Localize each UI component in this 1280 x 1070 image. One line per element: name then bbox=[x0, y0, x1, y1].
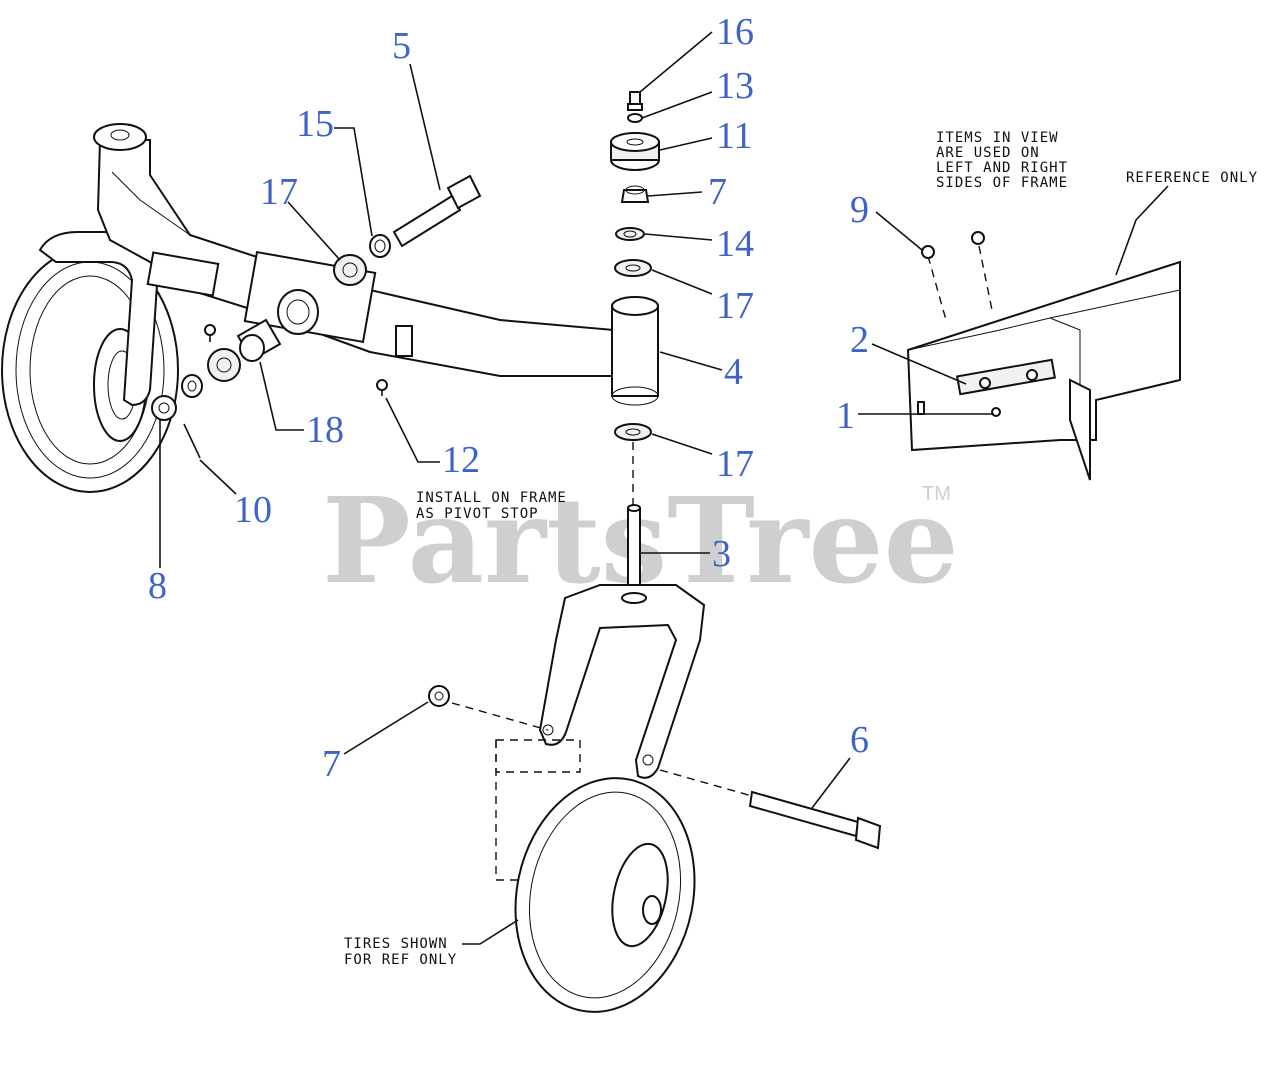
spacer-15 bbox=[369, 234, 391, 258]
install-note-line-1: INSTALL ON FRAME bbox=[416, 490, 567, 506]
install-note-line-2: AS PIVOT STOP bbox=[416, 506, 539, 522]
install-note: INSTALL ON FRAME AS PIVOT STOP bbox=[416, 490, 567, 522]
cap-11 bbox=[610, 132, 660, 171]
cotter-pin-10 bbox=[183, 423, 201, 459]
callout-numbers: 16 13 11 7 14 17 4 17 3 5 15 17 18 12 10… bbox=[148, 11, 869, 785]
items-in-view-note: ITEMS IN VIEW ARE USED ON LEFT AND RIGHT… bbox=[936, 130, 1068, 191]
callout-5: 5 bbox=[392, 25, 411, 67]
screw-12-a bbox=[204, 324, 216, 342]
callout-18: 18 bbox=[306, 409, 344, 451]
pivot-bolt-5 bbox=[392, 174, 482, 248]
tires-note-line-2: FOR REF ONLY bbox=[344, 952, 457, 968]
nut-7-top bbox=[620, 185, 650, 203]
bearing-17-left bbox=[207, 348, 241, 382]
left-caster-fork bbox=[38, 231, 160, 407]
callout-17-pivot-top: 17 bbox=[716, 285, 754, 327]
callout-17-frame: 17 bbox=[260, 171, 298, 213]
castle-nut-8 bbox=[151, 395, 177, 421]
leader-lines bbox=[159, 31, 1169, 945]
callout-17-pivot-bottom: 17 bbox=[716, 443, 754, 485]
callout-12: 12 bbox=[442, 439, 480, 481]
nut-9-b bbox=[971, 231, 985, 245]
frame-reference-view bbox=[906, 245, 1181, 481]
items-note-line-2: ARE USED ON bbox=[936, 145, 1040, 161]
callout-9: 9 bbox=[850, 189, 869, 231]
callout-7-bottom: 7 bbox=[322, 743, 341, 785]
callout-14: 14 bbox=[716, 223, 754, 265]
axle-bolt-6 bbox=[748, 790, 882, 850]
nut-9-a bbox=[921, 245, 935, 259]
callout-4: 4 bbox=[724, 351, 743, 393]
bearing-17-top bbox=[614, 259, 652, 277]
washer-13 bbox=[627, 113, 643, 123]
bottom-caster-wheel bbox=[514, 777, 696, 1013]
bearing-17-bottom bbox=[614, 423, 652, 441]
callout-16: 16 bbox=[716, 11, 754, 53]
items-note-line-3: LEFT AND RIGHT bbox=[936, 160, 1068, 176]
screw-12-b bbox=[376, 379, 388, 396]
callout-6: 6 bbox=[850, 719, 869, 761]
caster-fork-3 bbox=[538, 584, 706, 779]
callout-2: 2 bbox=[850, 319, 869, 361]
callout-7-top: 7 bbox=[708, 171, 727, 213]
tires-note: TIRES SHOWN FOR REF ONLY bbox=[344, 936, 457, 968]
bearing-17-frame bbox=[333, 254, 367, 286]
items-note-line-4: SIDES OF FRAME bbox=[936, 175, 1068, 191]
callout-13: 13 bbox=[716, 65, 754, 107]
pivot-tube bbox=[611, 296, 659, 406]
bolt-16 bbox=[627, 91, 643, 111]
callout-15: 15 bbox=[296, 103, 334, 145]
washer-left bbox=[181, 374, 203, 398]
reference-only-note: REFERENCE ONLY bbox=[1126, 170, 1258, 186]
callout-8: 8 bbox=[148, 565, 167, 607]
tires-note-line-1: TIRES SHOWN bbox=[344, 936, 448, 952]
seal-14 bbox=[615, 227, 645, 241]
items-note-line-1: ITEMS IN VIEW bbox=[936, 130, 1059, 146]
callout-11: 11 bbox=[716, 115, 753, 157]
bushing-18 bbox=[236, 318, 282, 362]
callout-1: 1 bbox=[836, 395, 855, 437]
nut-7-bottom bbox=[428, 685, 450, 707]
callout-3: 3 bbox=[712, 533, 731, 575]
watermark-tm: TM bbox=[922, 483, 951, 505]
callout-10: 10 bbox=[234, 489, 272, 531]
